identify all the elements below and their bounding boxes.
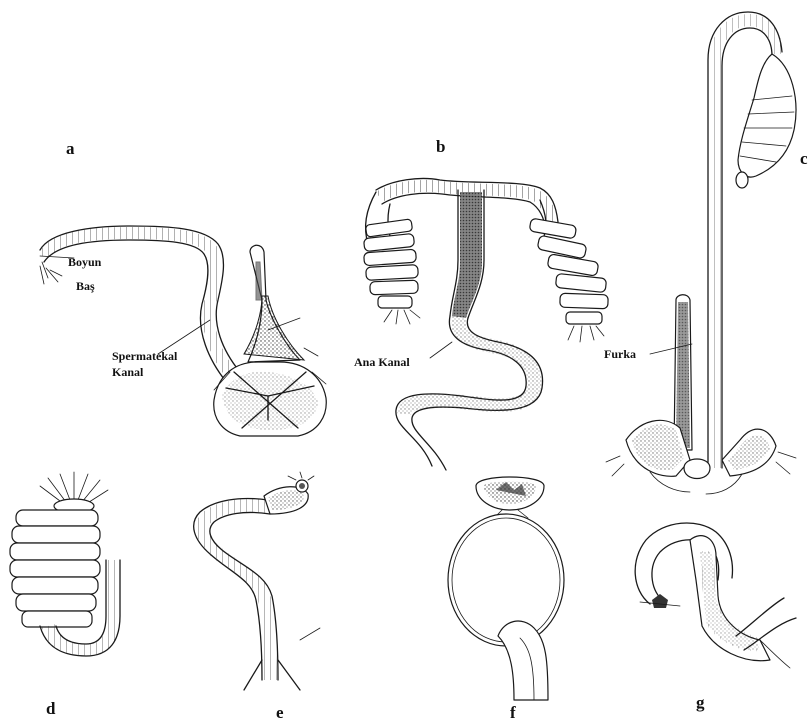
panel-label-c: c xyxy=(800,149,808,168)
label-spermatekal-line1: Spermatekal xyxy=(112,349,178,363)
panel-e-illustration xyxy=(194,472,320,690)
panel-d-illustration xyxy=(10,472,120,656)
panel-label-f: f xyxy=(510,703,516,719)
label-ana-kanal: Ana Kanal xyxy=(354,355,410,369)
panel-label-d: d xyxy=(46,699,56,718)
label-furka: Furka xyxy=(604,347,636,361)
panel-b-illustration xyxy=(364,178,609,470)
panel-b-left-segments xyxy=(364,219,419,308)
label-boyun: Boyun xyxy=(68,255,102,269)
panel-b-right-segments xyxy=(529,218,608,324)
panel-f-illustration xyxy=(448,477,564,700)
label-spermatekal-line2: Kanal xyxy=(112,365,144,379)
panel-c-illustration xyxy=(606,12,796,494)
panel-d-segments xyxy=(10,510,100,627)
panel-label-b: b xyxy=(436,137,445,156)
label-bas: Baş xyxy=(76,279,95,293)
panel-label-e: e xyxy=(276,703,284,719)
panel-g-illustration xyxy=(635,523,796,668)
panel-label-a: a xyxy=(66,139,75,158)
panel-label-g: g xyxy=(696,693,705,712)
